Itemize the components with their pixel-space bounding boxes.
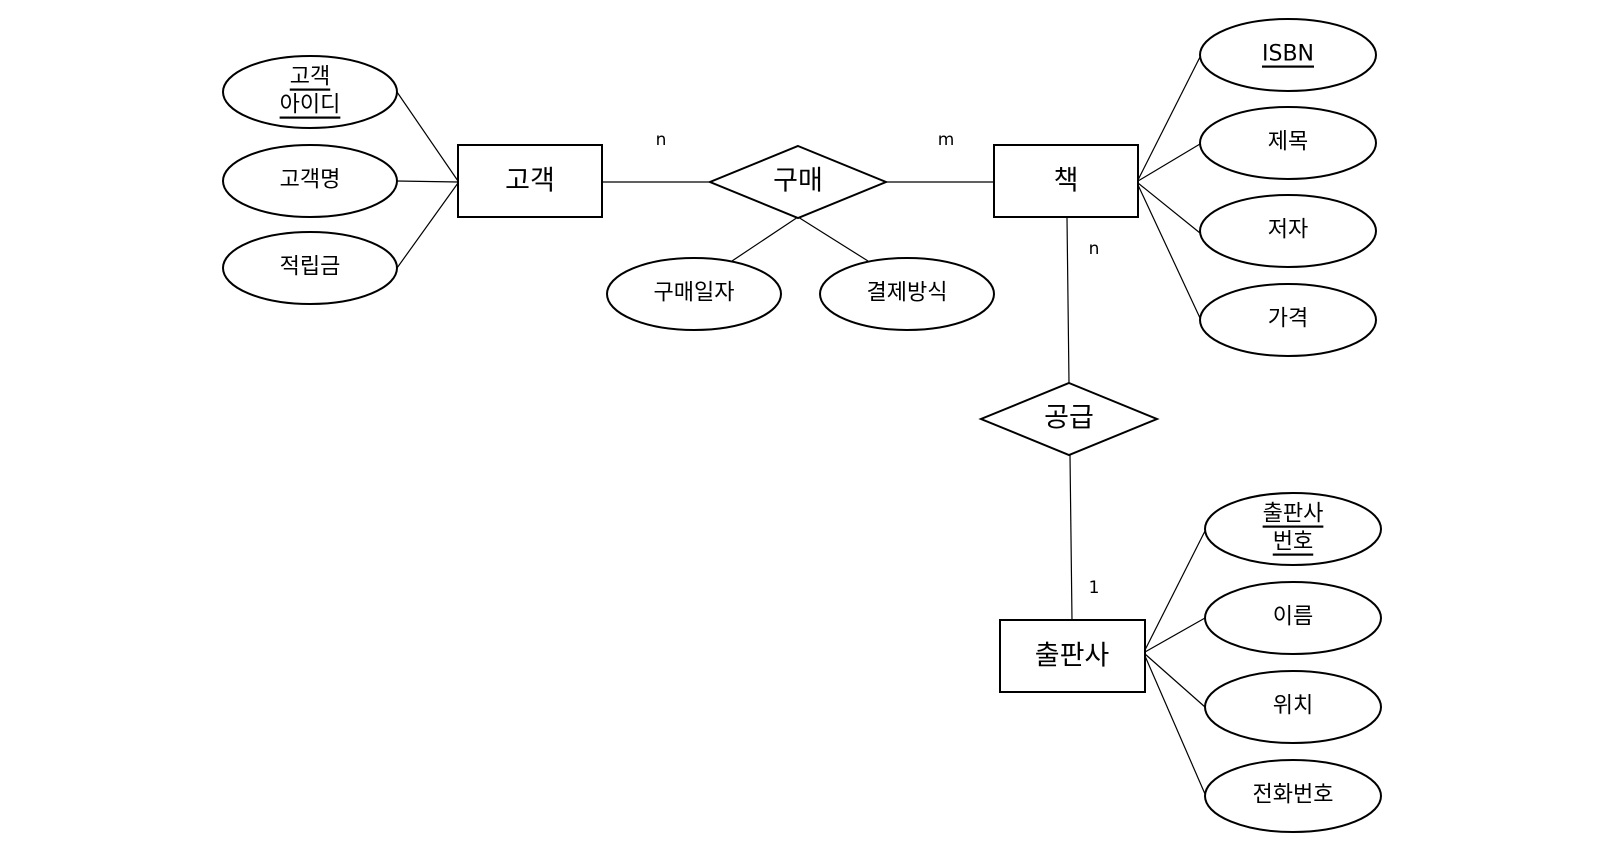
connector-publisher-no	[1144, 530, 1206, 651]
connector-purchase-date	[731, 216, 799, 262]
connector-price	[1137, 184, 1201, 319]
attribute-customer-id-label-line1: 고객	[290, 65, 330, 90]
entity-book-label: 책	[1054, 166, 1079, 197]
attribute-payment-method-ellipse	[819, 257, 995, 331]
attribute-location-label: 위치	[1273, 694, 1313, 719]
attribute-author-label: 저자	[1268, 218, 1308, 243]
attribute-customer-name-ellipse	[222, 144, 398, 218]
attribute-publisher-no-label-line1: 출판사	[1263, 502, 1324, 527]
attribute-isbn-ellipse	[1199, 18, 1377, 92]
attribute-customer-name: 고객명	[222, 144, 398, 218]
attribute-publisher-name-ellipse	[1204, 581, 1382, 655]
connector-points	[396, 182, 459, 269]
attribute-publisher-no-label-line2: 번호	[1273, 530, 1313, 555]
attribute-title-label: 제목	[1268, 130, 1308, 155]
entity-customer: 고객	[457, 144, 603, 218]
relationship-purchase-label: 구매	[773, 166, 823, 197]
attribute-customer-id-label-line2: 아이디	[280, 93, 341, 118]
entity-customer-box	[457, 144, 603, 218]
connector-customer-id	[396, 91, 459, 182]
entity-publisher: 출판사	[999, 619, 1146, 693]
attribute-payment-method: 결제방식	[819, 257, 995, 331]
attribute-author: 저자	[1199, 194, 1377, 268]
attribute-price-ellipse	[1199, 283, 1377, 357]
cardinality-publisher-supply: 1	[1089, 578, 1100, 598]
connector-payment-method	[797, 216, 869, 262]
attribute-isbn: ISBN	[1199, 18, 1377, 92]
attribute-price: 가격	[1199, 283, 1377, 357]
attribute-customer-name-label: 고객명	[280, 168, 341, 193]
cardinality-customer-purchase: n	[656, 130, 667, 150]
connector-author	[1137, 182, 1201, 234]
attribute-payment-method-label: 결제방식	[867, 281, 948, 306]
connector-customer-name	[396, 180, 459, 183]
attribute-publisher-name: 이름	[1204, 581, 1382, 655]
attribute-points-ellipse	[222, 231, 398, 305]
attribute-purchase-date-label: 구매일자	[654, 281, 735, 306]
attribute-customer-id-ellipse	[222, 55, 398, 129]
attribute-title-ellipse	[1199, 106, 1377, 180]
attribute-phone: 전화번호	[1204, 759, 1382, 833]
relationship-supply-diamond	[978, 381, 1160, 457]
attribute-publisher-name-label: 이름	[1273, 605, 1313, 630]
connector-phone	[1144, 655, 1206, 795]
connector-publisher-name	[1144, 617, 1206, 653]
attribute-points-label: 적립금	[280, 255, 341, 280]
connector-title	[1137, 143, 1201, 182]
attribute-price-label: 가격	[1268, 307, 1308, 332]
entity-book: 책	[993, 144, 1139, 218]
attribute-customer-id: 고객 아이디	[222, 55, 398, 129]
relationship-purchase-diamond	[707, 144, 889, 220]
connector-location	[1144, 653, 1206, 708]
attribute-author-ellipse	[1199, 194, 1377, 268]
connector-isbn	[1137, 56, 1201, 181]
attribute-publisher-no-ellipse	[1204, 492, 1382, 566]
entity-book-box	[993, 144, 1139, 218]
attribute-isbn-label: ISBN	[1262, 42, 1314, 67]
relationship-supply-label: 공급	[1044, 403, 1094, 434]
relationship-supply: 공급	[978, 381, 1160, 457]
relationship-purchase: 구매	[707, 144, 889, 220]
connector-supply-publisher	[1069, 454, 1073, 621]
entity-publisher-label: 출판사	[1035, 641, 1110, 672]
entity-customer-label: 고객	[505, 166, 555, 197]
entity-publisher-box	[999, 619, 1146, 693]
attribute-purchase-date-ellipse	[606, 257, 782, 331]
attribute-phone-label: 전화번호	[1253, 783, 1334, 808]
attribute-publisher-no: 출판사 번호	[1204, 492, 1382, 566]
connector-book-supply	[1066, 217, 1070, 384]
attribute-phone-ellipse	[1204, 759, 1382, 833]
attribute-purchase-date: 구매일자	[606, 257, 782, 331]
cardinality-book-purchase: m	[938, 130, 955, 150]
attribute-title: 제목	[1199, 106, 1377, 180]
attribute-location-ellipse	[1204, 670, 1382, 744]
cardinality-book-supply: n	[1089, 239, 1100, 259]
connectors	[396, 56, 1206, 795]
attribute-points: 적립금	[222, 231, 398, 305]
attribute-location: 위치	[1204, 670, 1382, 744]
